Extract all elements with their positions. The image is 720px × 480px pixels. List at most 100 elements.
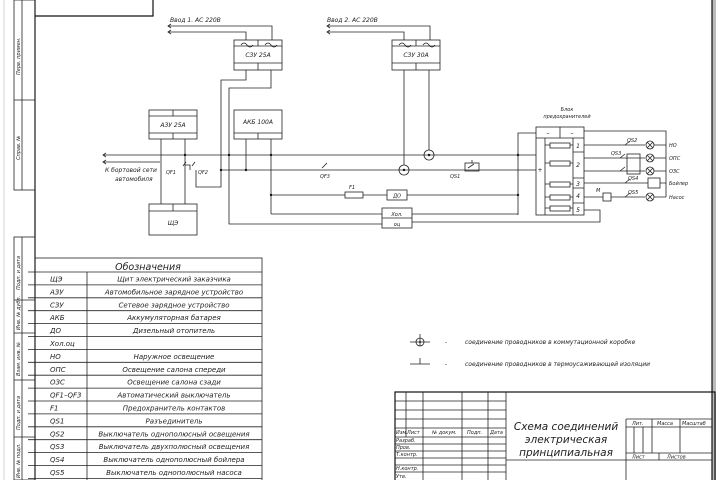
stamp-reference-no: Справ. № — [16, 136, 22, 160]
shch-label: ЩЭ — [168, 220, 180, 227]
tb-role-developer: Разраб. — [396, 438, 416, 444]
f1-label: F1 — [349, 185, 355, 191]
shch-box: ЩЭ — [148, 203, 198, 236]
legend-description: Дизельный отопитель — [132, 327, 215, 335]
legend-description: Автоматический выключатель — [117, 392, 231, 400]
tb-lit: Лит. — [631, 421, 644, 427]
tb-role-checked: Пров. — [396, 445, 411, 451]
szu-25a-label: СЗУ 25А — [245, 52, 270, 59]
tb-sheets: Листов — [666, 455, 686, 461]
szu-30a-label: СЗУ 30А — [403, 52, 428, 59]
legend-table: Обозначения ЩЭ Щит электрический заказчик… — [28, 257, 263, 480]
stamp-replace-inv: Взам. инв. № — [16, 342, 22, 376]
input-1-label: Ввод 1. АС 220В — [170, 17, 221, 24]
symbol-legend-text-1: соединение проводников в коммутационной … — [465, 339, 636, 346]
legend-code: ДО — [49, 327, 61, 335]
boiler-icon — [647, 177, 661, 189]
stamp-first-use: Перв. примен. — [16, 37, 22, 75]
pump-motor-icon — [602, 192, 612, 202]
legend-code: QS5 — [50, 469, 65, 477]
legend-code: QS3 — [50, 443, 64, 451]
load-ops: ОПС — [669, 156, 681, 162]
load-ozs: ОЗС — [669, 169, 680, 175]
hol-label: Хол. — [390, 212, 402, 218]
legend-code: ЩЭ — [50, 276, 63, 284]
schematic: Ввод 1. АС 220В Ввод 2. АС 220В СЗУ 25А … — [102, 17, 688, 236]
akb-100a-box: АКБ 100А — [233, 109, 283, 140]
tb-role-norm-control: Н.контр. — [396, 466, 418, 472]
fuse-block-minus-1: – — [547, 130, 550, 137]
load-no: НО — [669, 143, 677, 149]
azu-25a-box: АЗУ 25А — [148, 109, 198, 140]
tb-mass: Масса — [657, 421, 673, 427]
tb-header-docno: № докум. — [431, 430, 457, 436]
legend-description: Выключатель двухполюсный освещения — [99, 443, 250, 451]
legend-code: ОПС — [50, 366, 66, 374]
legend-code: QS4 — [50, 456, 64, 464]
do-label: ДО — [392, 194, 401, 200]
legend-code: QS1 — [50, 417, 64, 425]
fuse-block-minus-2: – — [571, 130, 574, 137]
tb-sheet: Лист — [631, 455, 646, 461]
legend-description: Автомобильное зарядное устройство — [104, 288, 243, 296]
legend-description: Наружное освещение — [134, 353, 215, 361]
input-2-label: Ввод 2. АС 220В — [327, 17, 378, 24]
azu-label: АЗУ 25А — [159, 122, 185, 129]
fuse-slot-3: 3 — [576, 181, 580, 188]
fuse-slot-1: 1 — [576, 143, 580, 150]
legend-description: Разъединитель — [146, 417, 203, 425]
qf1-label: QF1 — [166, 170, 176, 176]
drawing-title-line-2: электрическая — [525, 434, 607, 446]
symbol-legend-dash-1: - — [445, 339, 447, 346]
legend-description: Выключатель однополюсный освещения — [98, 430, 249, 438]
tb-header-change: Изм. — [396, 430, 408, 436]
legend-description: Сетевое зарядное устройство — [118, 301, 229, 309]
stamp-dup-inv: Инв. № дубл. — [16, 296, 22, 330]
vehicle-network-label: К бортовой сети — [105, 167, 157, 174]
motor-label: M — [596, 188, 601, 194]
qf2-label: QF2 — [198, 170, 208, 176]
tb-scale: Масштаб — [682, 421, 706, 427]
side-stamp: Перв. примен. Справ. № Подп. и дата Инв.… — [13, 0, 36, 480]
tb-header-sign: Подп. — [467, 430, 482, 436]
symbol-legend: - соединение проводников в коммутационно… — [410, 334, 650, 368]
hol-label-2: оц — [394, 222, 401, 228]
drawing-frame — [3, 0, 716, 480]
legend-description: Выключатель однополюсный бойлера — [103, 456, 244, 464]
drawing-title-line-1: Схема соединений — [514, 421, 618, 433]
lamp-icons — [645, 140, 655, 202]
legend-code: ОЗС — [50, 379, 65, 387]
tb-header-sheet: Лист — [406, 430, 421, 436]
load-boiler: Бойлер — [669, 181, 688, 187]
legend-title: Обозначения — [115, 262, 181, 273]
fuse-slot-2: 2 — [576, 162, 580, 169]
fuse-slot-4: 4 — [576, 193, 580, 200]
tb-role-approved: Утв. — [396, 474, 407, 480]
fuse-block: Блок предохранителей – – + 1 2 3 4 5 — [517, 107, 591, 216]
drawing-title-line-3: принципиальная — [519, 447, 613, 459]
qs4-label: QS4 — [628, 176, 638, 182]
qs3-label: QS3 — [611, 151, 621, 157]
legend-description: Щит электрический заказчика — [117, 276, 231, 284]
szu-25a-box: СЗУ 25А — [233, 39, 283, 71]
vehicle-network-label-2: автомобиля — [115, 176, 153, 183]
legend-code: QS2 — [50, 430, 65, 438]
stamp-original-inv: Инв. № подл. — [16, 444, 22, 479]
load-pump: Насос — [669, 195, 685, 201]
qs1-label: QS1 — [450, 174, 460, 180]
legend-code: СЗУ — [50, 301, 64, 309]
qf3-label: QF3 — [320, 174, 330, 180]
legend-code: F1 — [50, 405, 58, 413]
legend-description: Выключатель однополюсный насоса — [106, 469, 242, 477]
legend-code: QF1–QF3 — [50, 392, 81, 400]
tb-header-date: Дата — [489, 430, 503, 436]
legend-description: Предохранитель контактов — [123, 405, 226, 413]
fuse-block-label-2: предохранителей — [543, 114, 591, 120]
stamp-sign-date-2: Подп. и дата — [16, 396, 22, 430]
legend-code: НО — [50, 353, 61, 361]
legend-code: АЗУ — [49, 288, 64, 296]
legend-description: Освещение салона спереди — [122, 366, 226, 374]
symbol-legend-dash-2: - — [445, 361, 447, 368]
tb-role-tech-control: Т.контр. — [396, 452, 418, 458]
heat-shrink-symbol — [410, 358, 430, 365]
